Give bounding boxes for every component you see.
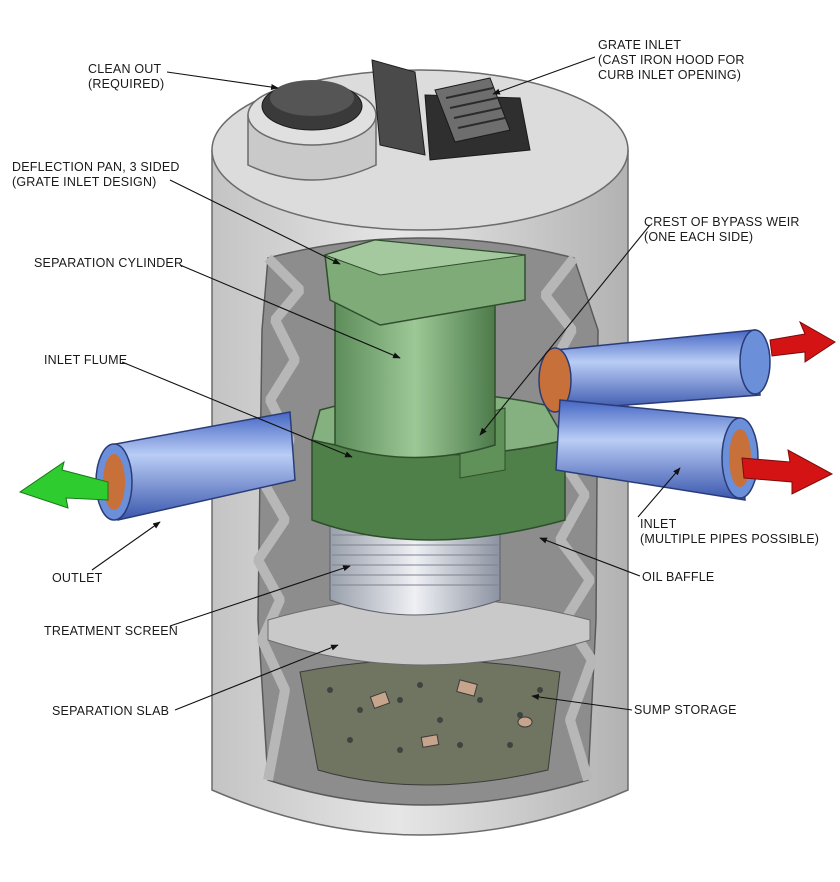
outlet-flow-arrow xyxy=(18,460,109,509)
grate-inlet-grate xyxy=(434,77,511,143)
label-outlet: OUTLET xyxy=(52,571,103,585)
grate-inlet-hood xyxy=(371,59,426,156)
label-clean-out: CLEAN OUT(REQUIRED) xyxy=(88,62,165,91)
inlet-flow-arrow-lower xyxy=(741,449,834,495)
label-oil-baffle: OIL BAFFLE xyxy=(642,570,715,584)
broken-edge-right xyxy=(541,254,597,782)
inlet-pipe-upper-end xyxy=(739,329,771,395)
label-crest-of-bypass-weir: CREST OF BYPASS WEIR(ONE EACH SIDE) xyxy=(644,215,800,244)
sediment-debris xyxy=(327,682,543,753)
label-deflection-pan: DEFLECTION PAN, 3 SIDED(GRATE INLET DESI… xyxy=(12,160,180,189)
clean-out-lid-top xyxy=(270,80,354,116)
label-inlet-flume: INLET FLUME xyxy=(44,353,128,367)
inlet-pipe-lower xyxy=(555,399,746,501)
label-separation-slab: SEPARATION SLAB xyxy=(52,704,170,718)
grate-bars xyxy=(445,87,506,129)
deflection-pan-top xyxy=(323,239,526,276)
label-separation-cylinder: SEPARATION CYLINDER xyxy=(34,256,184,270)
label-inlet: INLET(MULTIPLE PIPES POSSIBLE) xyxy=(640,517,820,546)
label-treatment-screen: TREATMENT SCREEN xyxy=(44,624,178,638)
inlet-pipe-upper-opening xyxy=(538,347,572,413)
leader-lines xyxy=(91,56,681,711)
inlet-flow-arrow-upper xyxy=(769,320,836,363)
label-sump-storage: SUMP STORAGE xyxy=(634,703,737,717)
trash-items xyxy=(369,679,533,748)
